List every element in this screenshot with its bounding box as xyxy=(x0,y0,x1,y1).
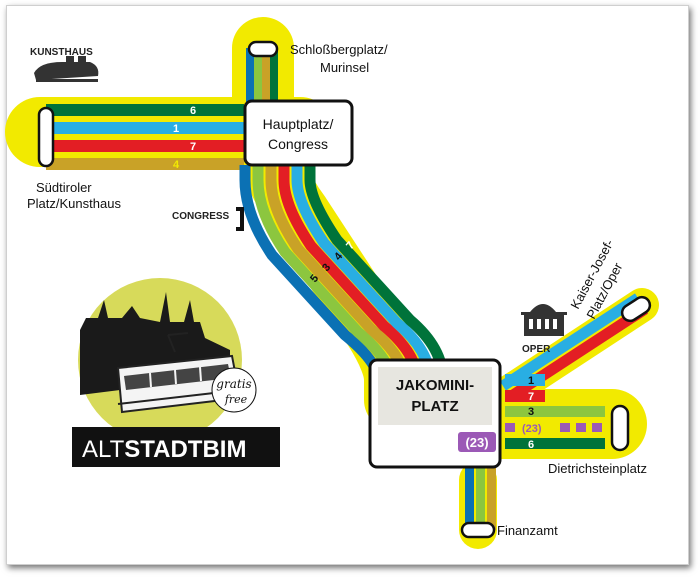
kunsthaus-icon xyxy=(34,56,99,82)
opera-house-icon xyxy=(521,304,567,336)
gratis-text: gratis xyxy=(216,377,251,391)
south-trunk xyxy=(465,468,496,530)
brand-light: ALT xyxy=(82,436,125,463)
congress-icon xyxy=(236,207,244,231)
diagonal-bundle xyxy=(239,165,449,381)
diag-num-5: 6 xyxy=(368,218,381,230)
brand-wordmark: ALTSTADTBIM xyxy=(82,436,246,463)
east-num-3: (23) xyxy=(522,423,542,435)
kunsthaus-label: KUNSTHAUS xyxy=(30,47,93,58)
schlossbergplatz-terminal[interactable] xyxy=(247,40,279,58)
east-num-0: 1 xyxy=(528,375,534,387)
free-text: free xyxy=(224,393,248,406)
schlossbergplatz-label-1: Schloßbergplatz/ xyxy=(290,42,388,57)
jakomini-label-2: PLATZ xyxy=(411,398,458,415)
west-num-2: 7 xyxy=(190,141,196,153)
west-num-1: 1 xyxy=(173,123,179,135)
suedtiroler-label-1: Südtiroler xyxy=(36,180,92,195)
oper-label: OPER xyxy=(522,344,551,355)
finanzamt-label: Finanzamt xyxy=(497,523,558,538)
hauptplatz-hub[interactable] xyxy=(243,99,354,167)
altstadtbim-promo: gratis free ALTSTADTBIM xyxy=(72,278,280,467)
brand-banner xyxy=(72,427,280,467)
east-num-4: 6 xyxy=(528,439,534,451)
east-num-1: 7 xyxy=(528,391,534,403)
finanzamt-terminal[interactable] xyxy=(460,521,496,539)
suedtiroler-label-2: Platz/Kunsthaus xyxy=(27,196,121,211)
west-num-3: 4 xyxy=(173,159,180,171)
jakomini-badge xyxy=(458,432,496,452)
east-num-2: 3 xyxy=(528,406,534,418)
congress-label: CONGRESS xyxy=(172,211,230,222)
jakomini-badge-text: (23) xyxy=(465,435,488,450)
suedtiroler-terminal[interactable] xyxy=(37,106,55,168)
gratis-badge xyxy=(211,367,257,413)
west-lines: 6 1 7 4 xyxy=(46,104,244,171)
tram-icon xyxy=(116,332,242,414)
jakomini-plate xyxy=(378,367,492,425)
east-lines: 1 7 3 (23) 6 xyxy=(505,374,605,451)
diag-num-4: 1 xyxy=(356,229,369,241)
west-num-0: 6 xyxy=(190,105,196,117)
jakomini-label-1: JAKOMINI- xyxy=(396,377,474,394)
dietrichstein-label: Dietrichsteinplatz xyxy=(548,461,647,476)
schlossbergplatz-label-2: Murinsel xyxy=(320,60,369,75)
hauptplatz-label-1: Hauptplatz/ xyxy=(263,116,334,132)
dietrichstein-terminal[interactable] xyxy=(610,404,630,452)
hauptplatz-label-2: Congress xyxy=(268,136,328,152)
oper-terminal[interactable] xyxy=(619,294,653,324)
brand-bold-2: BIM xyxy=(202,436,246,463)
brand-bold-1: STADT xyxy=(124,436,203,463)
